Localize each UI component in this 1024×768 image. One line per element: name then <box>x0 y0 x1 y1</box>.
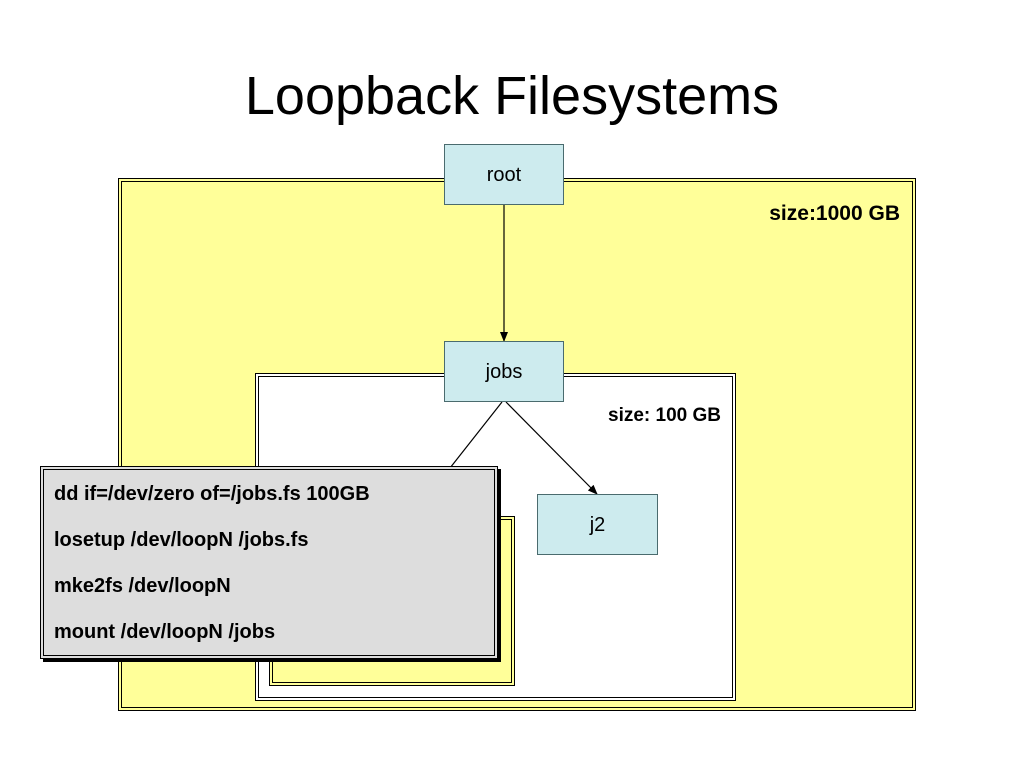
command-line-dd: dd if=/dev/zero of=/jobs.fs 100GB <box>54 483 370 505</box>
command-box: dd if=/dev/zero of=/jobs.fs 100GB losetu… <box>40 466 498 659</box>
jobs-filesystem-size-label: size: 100 GB <box>608 405 721 426</box>
node-j2: j2 <box>537 494 658 555</box>
command-line-losetup: losetup /dev/loopN /jobs.fs <box>54 529 309 551</box>
command-line-mke2fs: mke2fs /dev/loopN <box>54 575 231 597</box>
node-root: root <box>444 144 564 205</box>
slide-title: Loopback Filesystems <box>244 66 780 126</box>
root-filesystem-size-label: size:1000 GB <box>769 202 900 225</box>
node-jobs: jobs <box>444 341 564 402</box>
command-line-mount: mount /dev/loopN /jobs <box>54 621 276 643</box>
